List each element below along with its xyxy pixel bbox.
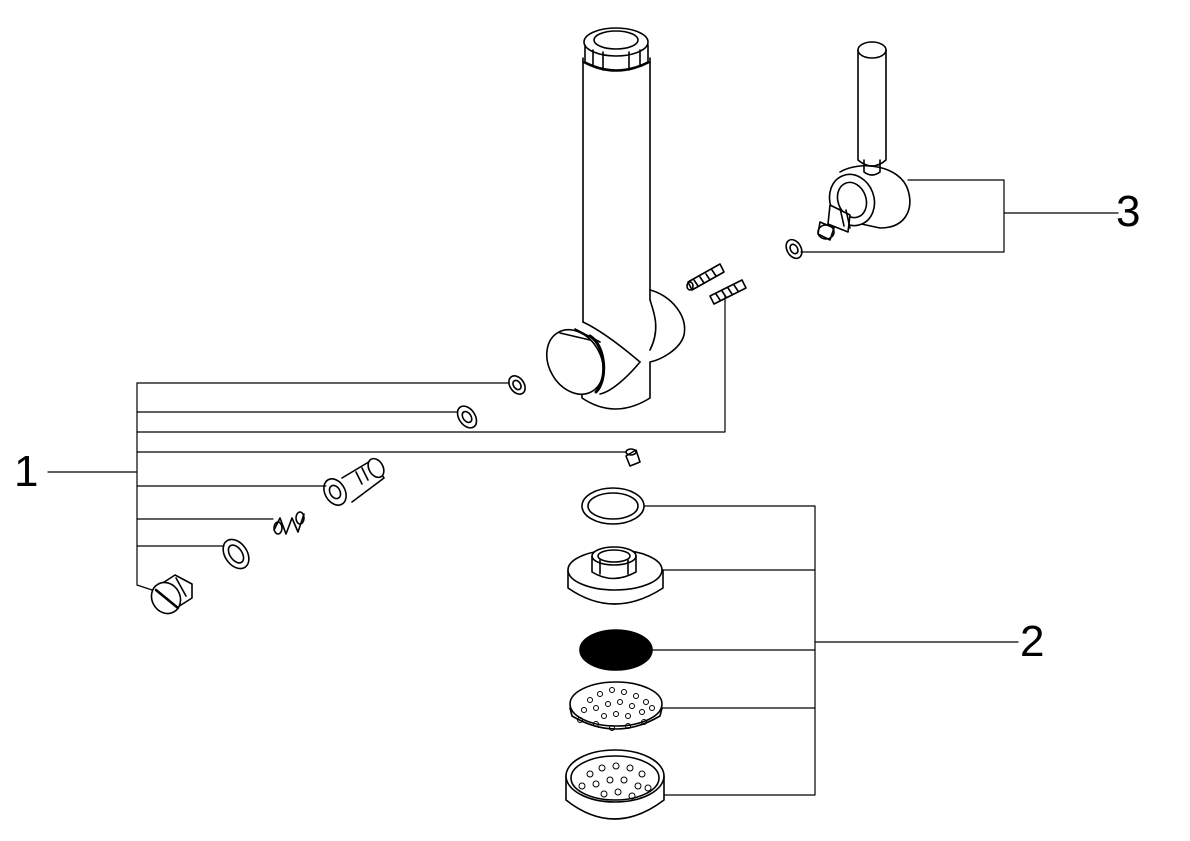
valve-spindle [319,456,387,509]
plug-screw [146,575,192,619]
perforated-plate [570,682,662,731]
leader-lines [48,180,1118,795]
spout-body [535,28,684,409]
callout-1: 1 [14,447,39,496]
set-screw-lower [710,280,746,304]
lever-assembly [783,42,910,261]
valve-parts [146,264,746,619]
callout-3: 3 [1116,187,1141,236]
callout-2: 2 [1020,617,1045,666]
spring [274,512,304,534]
set-screw-upper [687,264,724,290]
aerator-housing [568,547,663,604]
aerator-parts [566,488,664,819]
mesh-cup [566,750,664,819]
